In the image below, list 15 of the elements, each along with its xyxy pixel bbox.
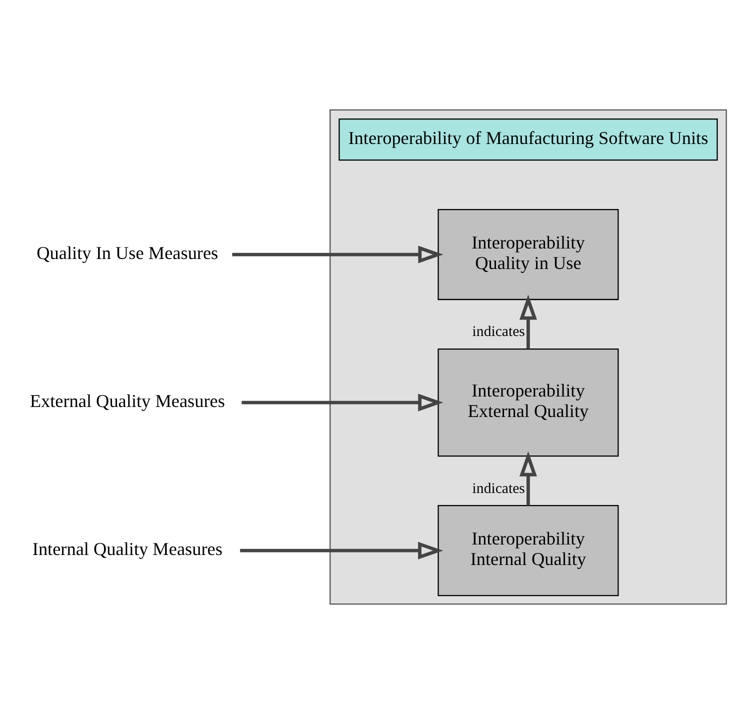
node-text: Internal Quality Measures — [32, 538, 222, 558]
node-box: Interoperability External Quality — [437, 348, 618, 456]
edge-label: indicates — [472, 324, 524, 340]
node-text: External Quality Measures — [29, 390, 224, 410]
arrow — [241, 393, 443, 411]
node-text: Quality In Use Measures — [36, 242, 218, 262]
arrow — [240, 541, 443, 559]
edge-label: indicates — [472, 480, 524, 496]
node-box: Interoperability of Manufacturing Software Units — [338, 118, 718, 160]
cluster — [329, 108, 726, 604]
node-box: Interoperability Quality in Use — [437, 208, 618, 300]
node-box: Interoperability Internal Quality — [437, 504, 618, 596]
arrow — [518, 294, 536, 348]
arrow — [518, 450, 536, 505]
arrow — [232, 245, 443, 263]
